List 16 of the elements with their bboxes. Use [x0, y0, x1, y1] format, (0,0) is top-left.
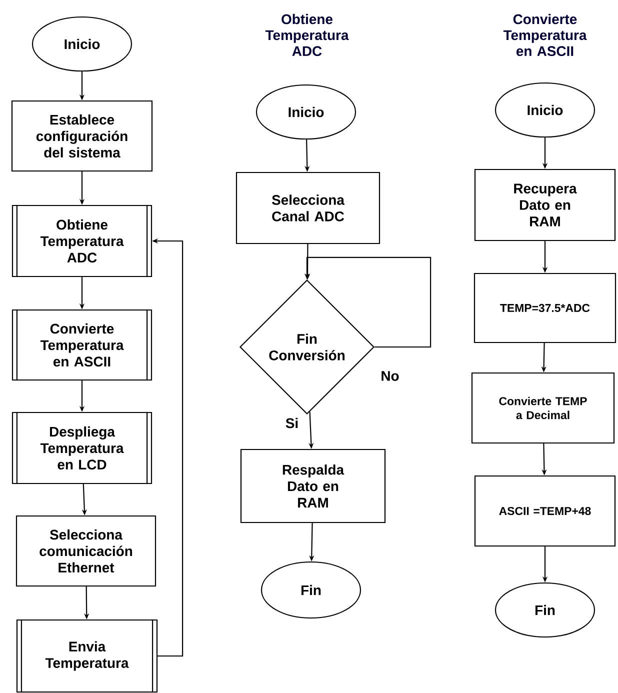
- edge-label: Si: [284, 416, 300, 430]
- process-box: TEMP=37.5*ADC: [474, 272, 616, 344]
- edge-label: No: [380, 370, 400, 382]
- process-box: Selecciona Canal ADC: [236, 172, 380, 244]
- process-box: Convierte TEMP a Decimal: [471, 372, 615, 444]
- process-box: Establece configuración del sistema: [11, 100, 153, 172]
- subprocess-box: Obtiene Temperatura ADC: [12, 204, 152, 278]
- column-heading: Obtiene Temperatura ADC: [265, 14, 349, 56]
- subprocess-box: Convierte Temperatura en ASCII: [12, 309, 152, 381]
- subprocess-box: Despliega Temperatura en LCD: [12, 412, 152, 484]
- column-heading: Convierte Temperatura en ASCII: [503, 14, 587, 56]
- process-box: Respalda Dato en RAM: [240, 448, 386, 524]
- process-box: Recupera Dato en RAM: [474, 168, 616, 242]
- process-box: ASCII =TEMP+48: [474, 475, 616, 547]
- process-box: Selecciona comunicación Ethernet: [16, 515, 156, 587]
- subprocess-box: Envia Temperatura: [16, 619, 158, 693]
